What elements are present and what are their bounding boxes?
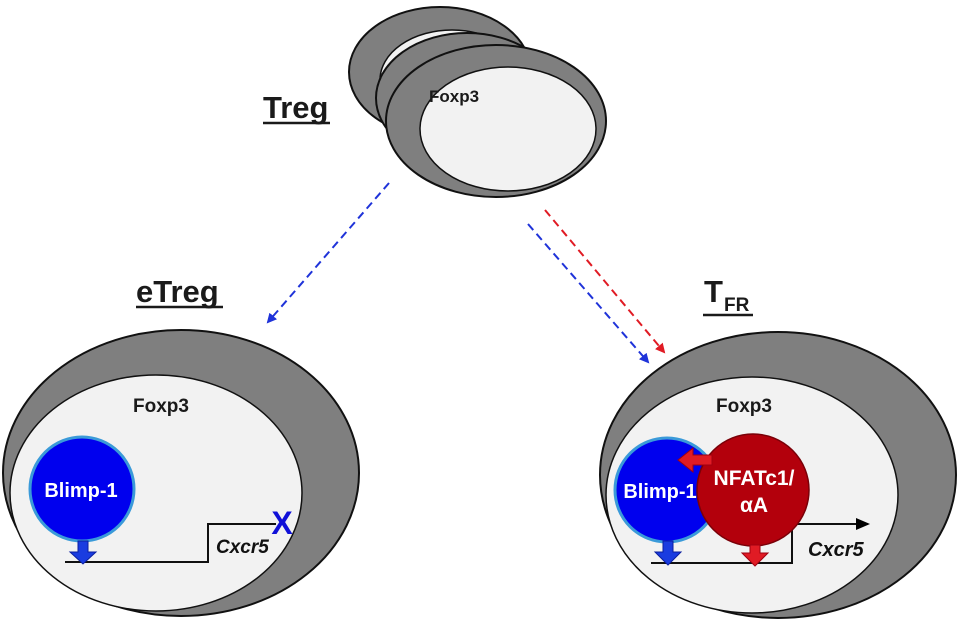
tfr-blimp1-label: Blimp-1 [623, 481, 696, 503]
etreg-blimp1-binding-arrow [68, 540, 98, 565]
treg-foxp3-label: Foxp3 [429, 87, 479, 106]
treg-cell-stack: Foxp3 [348, 6, 607, 198]
tfr-nfatc1-label-line2: αA [740, 494, 768, 517]
tfr-dna-line [651, 518, 870, 564]
arrow-to-tfr-red [544, 209, 666, 354]
etreg-title: eTreg [136, 274, 219, 309]
tfr-cell: Foxp3 Cxcr5 Blimp-1 NFATc1/ αA [599, 331, 957, 619]
etreg-cell: Foxp3 X Cxcr5 Blimp-1 [2, 329, 360, 617]
tfr-title-main: T [704, 274, 723, 309]
arrow-to-etreg [266, 182, 390, 324]
tfr-nfatc1-to-blimp1-arrow [677, 446, 713, 474]
tfr-nfatc1-label-line1: NFATc1/ [714, 467, 795, 490]
tfr-blimp1-binding-arrow [653, 540, 683, 566]
etreg-block-mark: X [271, 505, 293, 541]
tfr-title-subscript: FR [724, 295, 750, 316]
etreg-blimp1-label: Blimp-1 [44, 480, 117, 502]
tfr-nfatc1-circle [696, 433, 810, 547]
treg-cell-nucleus [419, 66, 597, 192]
tfr-nfatc1-binding-arrow [740, 544, 770, 567]
tfr-cxcr5-label: Cxcr5 [808, 539, 864, 561]
etreg-foxp3-label: Foxp3 [133, 396, 189, 417]
tfr-title: T FR [703, 274, 753, 317]
etreg-dna-line [65, 523, 276, 563]
arrow-to-tfr-blue [527, 223, 650, 364]
treg-title: Treg [263, 90, 328, 125]
tfr-foxp3-label: Foxp3 [716, 396, 772, 417]
etreg-cxcr5-label: Cxcr5 [216, 537, 269, 558]
